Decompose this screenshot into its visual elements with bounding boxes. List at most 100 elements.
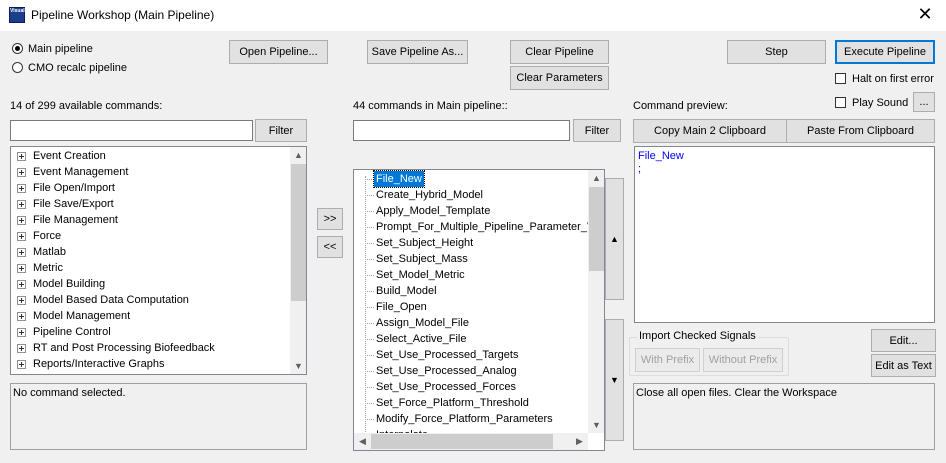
play-sound-label[interactable]: Play Sound xyxy=(852,97,909,109)
pipeline-command-item[interactable]: Set_Use_Processed_Analog xyxy=(376,365,517,377)
expand-icon[interactable] xyxy=(17,184,26,193)
expand-icon[interactable] xyxy=(17,360,26,369)
pipeline-command-item[interactable]: Assign_Model_File xyxy=(376,317,469,329)
expand-icon[interactable] xyxy=(17,248,26,257)
add-command-button[interactable]: >> xyxy=(317,208,343,230)
scroll-up-icon[interactable]: ▲ xyxy=(294,150,303,160)
expand-icon[interactable] xyxy=(17,312,26,321)
category-item[interactable]: File Open/Import xyxy=(11,180,289,196)
pipeline-command-item[interactable]: File_Open xyxy=(376,301,427,313)
pipeline-command-item[interactable]: Set_Subject_Height xyxy=(376,237,474,249)
pipeline-command-item[interactable]: Modify_Force_Platform_Parameters xyxy=(376,413,553,425)
tree-connector xyxy=(365,419,374,420)
pipeline-command-item[interactable]: Apply_Model_Template xyxy=(376,205,491,217)
tree-connector xyxy=(365,275,374,276)
copy-to-clipboard-button[interactable]: Copy Main 2 Clipboard xyxy=(633,119,787,143)
scroll-right-icon[interactable]: ▶ xyxy=(576,436,583,446)
halt-on-first-error-checkbox[interactable] xyxy=(835,73,846,84)
category-item[interactable]: File Save/Export xyxy=(11,196,289,212)
category-item[interactable]: Event Creation xyxy=(11,148,289,164)
play-sound-checkbox[interactable] xyxy=(835,97,846,108)
pipeline-command-item[interactable]: File_New xyxy=(373,170,425,188)
expand-icon[interactable] xyxy=(17,296,26,305)
pipeline-command-item[interactable]: Set_Use_Processed_Forces xyxy=(376,381,517,393)
window-title: Pipeline Workshop (Main Pipeline) xyxy=(31,8,215,22)
without-prefix-button[interactable]: Without Prefix xyxy=(703,348,783,372)
cmo-recalc-pipeline-label[interactable]: CMO recalc pipeline xyxy=(28,62,128,74)
expand-icon[interactable] xyxy=(17,344,26,353)
execute-pipeline-button[interactable]: Execute Pipeline xyxy=(835,40,935,64)
with-prefix-button[interactable]: With Prefix xyxy=(635,348,700,372)
category-label: Model Based Data Computation xyxy=(33,294,189,306)
category-item[interactable]: Force xyxy=(11,228,289,244)
edit-as-text-button[interactable]: Edit as Text xyxy=(871,354,936,377)
command-preview-label: Command preview: xyxy=(633,100,728,112)
scroll-left-icon[interactable]: ◀ xyxy=(359,436,366,446)
pipeline-filter-button[interactable]: Filter xyxy=(573,119,621,142)
scroll-down-icon[interactable]: ▼ xyxy=(294,361,303,371)
halt-on-first-error-label[interactable]: Halt on first error xyxy=(852,73,934,85)
pipeline-command-item[interactable]: Set_Model_Metric xyxy=(376,269,465,281)
main-pipeline-radio[interactable] xyxy=(12,43,23,54)
category-item[interactable]: File Management xyxy=(11,212,289,228)
expand-icon[interactable] xyxy=(17,264,26,273)
expand-icon[interactable] xyxy=(17,328,26,337)
step-button[interactable]: Step xyxy=(727,40,826,64)
expand-icon[interactable] xyxy=(17,200,26,209)
move-up-button[interactable]: ▲ xyxy=(605,178,624,300)
scroll-down-icon[interactable]: ▼ xyxy=(592,420,601,430)
cmo-recalc-pipeline-radio[interactable] xyxy=(12,62,23,73)
category-label: File Management xyxy=(33,214,118,226)
clear-pipeline-button[interactable]: Clear Pipeline xyxy=(510,40,609,64)
pipeline-vscrollbar[interactable]: ▲ ▼ xyxy=(588,170,604,433)
available-description-box: No command selected. xyxy=(10,383,307,450)
expand-icon[interactable] xyxy=(17,152,26,161)
category-item[interactable]: Matlab xyxy=(11,244,289,260)
pipeline-command-item[interactable]: Set_Subject_Mass xyxy=(376,253,468,265)
category-item[interactable]: Signal Filters xyxy=(11,372,289,374)
pipeline-command-item[interactable]: Select_Active_File xyxy=(376,333,467,345)
save-pipeline-as-button[interactable]: Save Pipeline As... xyxy=(367,40,468,64)
expand-icon[interactable] xyxy=(17,168,26,177)
available-filter-input[interactable] xyxy=(10,120,253,141)
clear-parameters-button[interactable]: Clear Parameters xyxy=(510,66,609,90)
pipeline-command-item[interactable]: Prompt_For_Multiple_Pipeline_Parameter_V… xyxy=(376,221,605,233)
available-filter-button[interactable]: Filter xyxy=(255,119,307,142)
category-item[interactable]: Model Management xyxy=(11,308,289,324)
remove-command-button[interactable]: << xyxy=(317,236,343,258)
expand-icon[interactable] xyxy=(17,232,26,241)
category-item[interactable]: RT and Post Processing Biofeedback xyxy=(11,340,289,356)
sound-options-button[interactable]: ... xyxy=(913,92,935,112)
pipeline-filter-input[interactable] xyxy=(353,120,570,141)
tree-connector xyxy=(365,179,374,180)
category-item[interactable]: Model Based Data Computation xyxy=(11,292,289,308)
pipeline-command-item[interactable]: Set_Use_Processed_Targets xyxy=(376,349,519,361)
category-item[interactable]: Metric xyxy=(11,260,289,276)
scroll-thumb[interactable] xyxy=(371,434,553,449)
scroll-thumb[interactable] xyxy=(589,187,604,271)
edit-button[interactable]: Edit... xyxy=(871,329,936,352)
close-icon[interactable]: ✕ xyxy=(917,4,933,24)
tree-connector xyxy=(365,355,374,356)
command-preview-box[interactable]: File_New ; xyxy=(634,146,935,323)
open-pipeline-button[interactable]: Open Pipeline... xyxy=(229,40,328,64)
pipeline-command-item[interactable]: Create_Hybrid_Model xyxy=(376,189,483,201)
scroll-up-icon[interactable]: ▲ xyxy=(592,173,601,183)
category-item[interactable]: Event Management xyxy=(11,164,289,180)
category-item[interactable]: Pipeline Control xyxy=(11,324,289,340)
pipeline-hscrollbar[interactable]: ◀ ▶ xyxy=(354,433,588,450)
paste-from-clipboard-button[interactable]: Paste From Clipboard xyxy=(786,119,935,143)
category-label: Event Creation xyxy=(33,150,106,162)
move-down-button[interactable]: ▼ xyxy=(605,319,624,441)
category-item[interactable]: Model Building xyxy=(11,276,289,292)
main-pipeline-label[interactable]: Main pipeline xyxy=(28,43,93,55)
expand-icon[interactable] xyxy=(17,216,26,225)
pipeline-command-item[interactable]: Set_Force_Platform_Threshold xyxy=(376,397,529,409)
expand-icon[interactable] xyxy=(17,280,26,289)
pipeline-command-item[interactable]: Build_Model xyxy=(376,285,437,297)
available-scrollbar[interactable]: ▲ ▼ xyxy=(290,147,306,374)
scroll-thumb[interactable] xyxy=(291,164,306,301)
category-item[interactable]: Reports/Interactive Graphs xyxy=(11,356,289,372)
